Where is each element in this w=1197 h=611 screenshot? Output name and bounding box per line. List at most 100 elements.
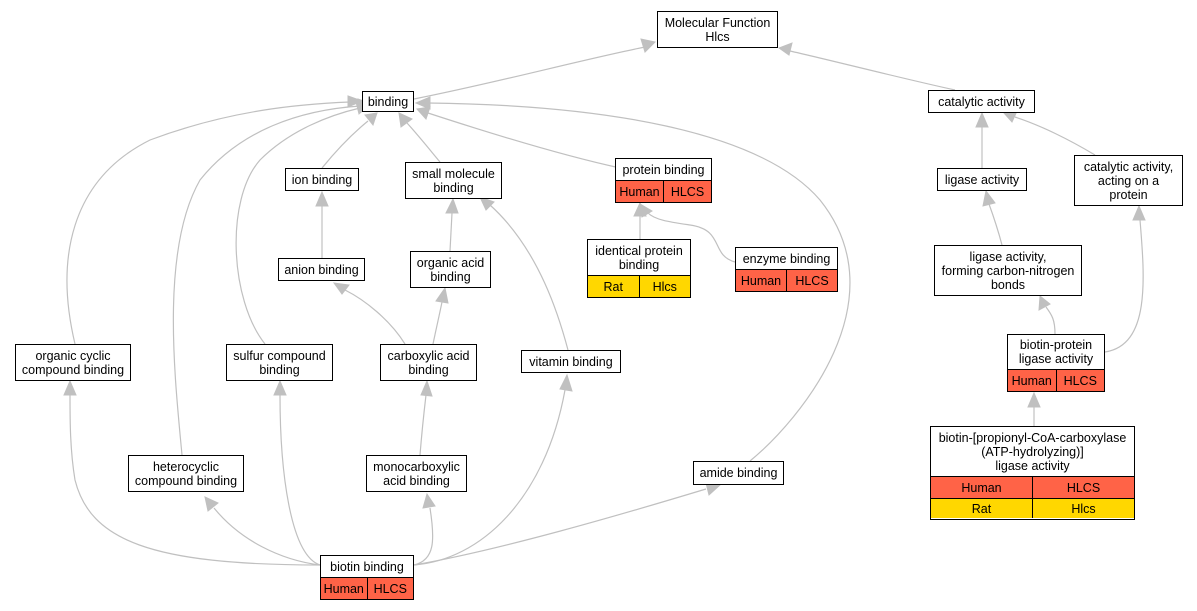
node-enzyme-binding[interactable]: enzyme binding Human HLCS	[735, 247, 838, 292]
node-binding[interactable]: binding	[362, 91, 414, 112]
annotation-row: Rat Hlcs	[931, 498, 1134, 518]
annotation-row: Rat Hlcs	[588, 276, 690, 297]
arrowhead-icon	[1027, 391, 1041, 408]
edge-ligase-cn-to-ligase	[988, 203, 1003, 246]
arrowhead-icon	[204, 496, 219, 512]
arrowhead-icon	[975, 111, 989, 128]
edge-vitamin-to-small-molecule	[489, 204, 569, 351]
edge-heterocyclic-to-binding	[172, 105, 361, 456]
arrowhead-icon	[559, 373, 573, 392]
node-label: ion binding	[291, 172, 353, 187]
edge-biotin-binding-to-sulfur	[279, 394, 321, 566]
gene-cell: Hlcs	[638, 276, 690, 297]
annotation-row: Human HLCS	[931, 477, 1134, 498]
arrowhead-icon	[479, 196, 495, 211]
node-label: catalytic activity	[938, 94, 1025, 109]
arrowhead-icon	[639, 203, 653, 218]
species-cell: Human	[616, 181, 663, 202]
arrowhead-icon	[435, 286, 449, 304]
species-cell: Rat	[931, 499, 1032, 518]
arrowhead-icon	[420, 379, 433, 397]
node-label: biotin-protein ligase activity	[1008, 335, 1104, 370]
gene-cell: Hlcs	[1032, 499, 1134, 518]
arrowhead-icon	[445, 197, 459, 214]
edge-organic-cyclic-to-binding	[66, 101, 351, 345]
edge-protein-to-binding	[427, 112, 621, 169]
node-ligase-activity[interactable]: ligase activity	[937, 168, 1027, 191]
arrowhead-icon	[332, 282, 350, 295]
node-label: carboxylic acid binding	[387, 348, 470, 377]
edge-binding-to-molecular-function	[413, 46, 646, 100]
node-ion-binding[interactable]: ion binding	[285, 168, 359, 191]
node-organic-acid-binding[interactable]: organic acid binding	[410, 251, 491, 288]
node-organic-cyclic-compound-binding[interactable]: organic cyclic compound binding	[15, 344, 131, 381]
node-label: identical protein binding	[588, 240, 690, 276]
node-identical-protein-binding[interactable]: identical protein binding Rat Hlcs	[587, 239, 691, 298]
gene-cell: HLCS	[663, 181, 711, 202]
node-biotin-protein-ligase-activity[interactable]: biotin-protein ligase activity Human HLC…	[1007, 334, 1105, 392]
node-protein-binding[interactable]: protein binding Human HLCS	[615, 158, 712, 203]
edge-carboxylic-to-anion	[344, 289, 406, 345]
edge-biotin-binding-to-amide	[413, 488, 707, 566]
node-label: binding	[367, 94, 409, 109]
node-label: vitamin binding	[529, 354, 613, 369]
arrowhead-icon	[414, 96, 431, 110]
species-cell: Human	[736, 270, 786, 291]
node-sulfur-compound-binding[interactable]: sulfur compound binding	[226, 344, 333, 381]
arrowhead-icon	[640, 38, 657, 53]
edge-organic-acid-to-small-molecule	[449, 212, 453, 252]
gene-cell: HLCS	[786, 270, 837, 291]
node-carboxylic-acid-binding[interactable]: carboxylic acid binding	[380, 344, 477, 381]
arrowhead-icon	[422, 492, 436, 509]
node-biotin-binding[interactable]: biotin binding Human HLCS	[320, 555, 414, 600]
annotation-row: Human HLCS	[736, 270, 837, 291]
node-biotin-propionyl-coa-carboxylase-ligase-activity[interactable]: biotin-[propionyl-CoA-carboxylase (ATP-h…	[930, 426, 1135, 520]
node-label: biotin-[propionyl-CoA-carboxylase (ATP-h…	[931, 427, 1134, 477]
node-label: biotin binding	[321, 556, 413, 578]
edge-enzyme-to-protein	[647, 212, 736, 263]
gene-cell: HLCS	[1055, 370, 1104, 391]
node-vitamin-binding[interactable]: vitamin binding	[521, 350, 621, 373]
arrowhead-icon	[398, 112, 413, 128]
node-catalytic-activity[interactable]: catalytic activity	[928, 90, 1035, 113]
edge-biotin-binding-to-organic-cyclic	[69, 394, 321, 566]
gene-cell: HLCS	[366, 578, 413, 599]
edge-carboxylic-to-organic-acid	[432, 301, 443, 345]
node-label: ligase activity	[944, 172, 1020, 187]
node-heterocyclic-compound-binding[interactable]: heterocyclic compound binding	[128, 455, 244, 492]
arrowhead-icon	[347, 95, 364, 108]
edge-catalytic-protein-to-catalytic	[1014, 116, 1096, 156]
edge-biotin-ligase-to-ligase-cn	[1045, 306, 1056, 335]
species-cell: Human	[931, 477, 1032, 498]
node-label: anion binding	[284, 262, 359, 277]
arrowhead-icon	[416, 106, 431, 120]
species-cell: Human	[321, 578, 367, 599]
node-label: organic acid binding	[416, 255, 485, 284]
node-small-molecule-binding[interactable]: small molecule binding	[405, 162, 502, 199]
arrowhead-icon	[315, 190, 329, 207]
node-label: heterocyclic compound binding	[134, 459, 238, 488]
node-catalytic-activity-acting-on-protein[interactable]: catalytic activity, acting on a protein	[1074, 155, 1183, 206]
node-label: catalytic activity, acting on a protein	[1083, 159, 1174, 202]
gene-cell: HLCS	[1032, 477, 1134, 498]
node-label: amide binding	[699, 466, 778, 480]
node-anion-binding[interactable]: anion binding	[278, 258, 365, 281]
node-monocarboxylic-acid-binding[interactable]: monocarboxylic acid binding	[366, 455, 467, 492]
arrowhead-icon	[982, 189, 996, 207]
edge-sulfur-to-binding	[235, 107, 361, 345]
edge-catalytic-to-molecular-function	[789, 50, 956, 91]
arrowhead-icon	[364, 112, 378, 127]
annotation-row: Human HLCS	[1008, 370, 1104, 391]
node-amide-binding[interactable]: amide binding	[693, 461, 784, 485]
node-ligase-carbon-nitrogen[interactable]: ligase activity, forming carbon-nitrogen…	[934, 245, 1082, 296]
arrowhead-icon	[63, 379, 77, 396]
node-molecular-function[interactable]: Molecular Function Hlcs	[657, 11, 778, 48]
node-label: ligase activity, forming carbon-nitrogen…	[941, 249, 1075, 292]
edge-ion-to-binding	[321, 120, 369, 169]
arrowhead-icon	[1038, 295, 1051, 311]
node-label: protein binding	[616, 159, 711, 181]
arrowhead-icon	[273, 379, 287, 396]
edge-monocarboxylic-to-carboxylic	[419, 394, 427, 456]
species-cell: Human	[1008, 370, 1056, 391]
